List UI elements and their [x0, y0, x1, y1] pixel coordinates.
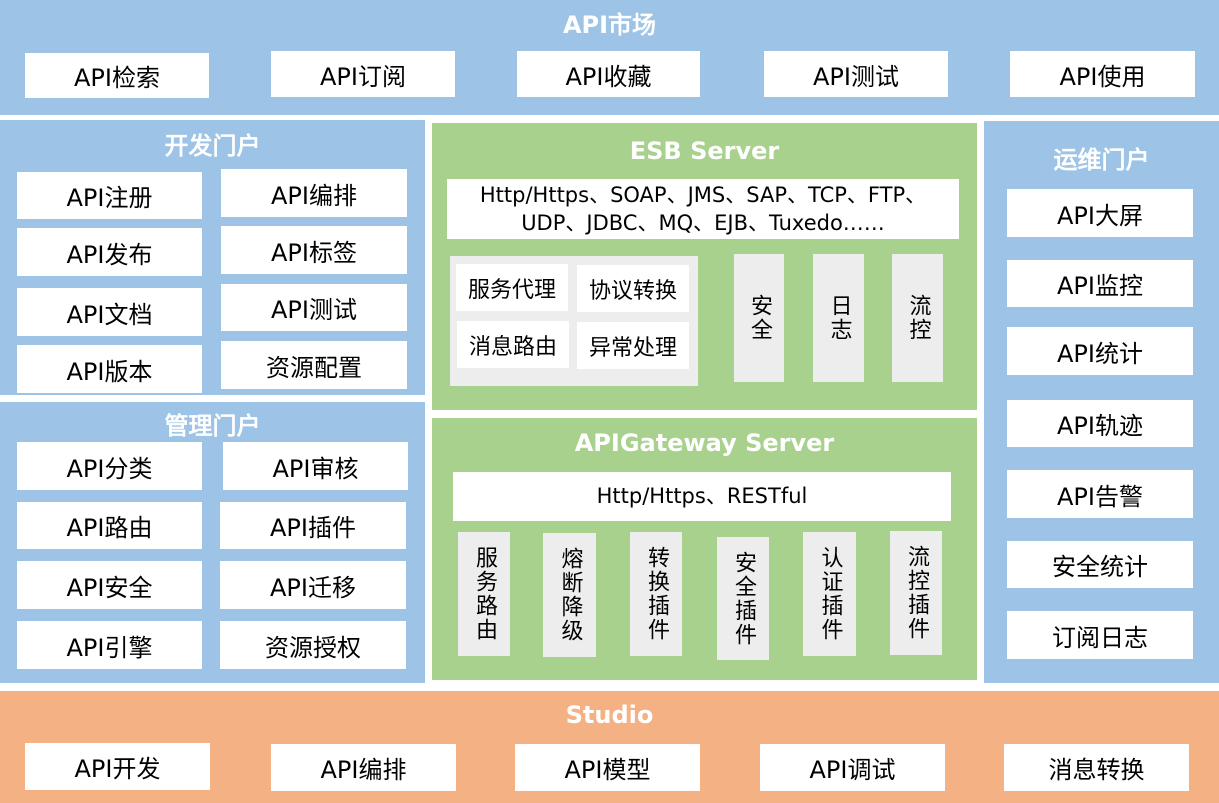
esb-protocols: Http/Https、SOAP、JMS、SAP、TCP、FTP、 UDP、JDB… [447, 179, 959, 239]
dev-portal-panel: 开发门户 API注册 API发布 API文档 API版本 API编排 API标签… [0, 120, 425, 395]
ops-item-alert[interactable]: API告警 [1007, 470, 1193, 518]
ops-item-subscription-log[interactable]: 订阅日志 [1007, 611, 1193, 659]
esb-col-logging[interactable]: 日志 [813, 254, 864, 382]
dev-item-publish[interactable]: API发布 [17, 228, 202, 276]
mgmt-item-routing[interactable]: API路由 [17, 502, 202, 549]
mgmt-portal-title: 管理门户 [164, 412, 261, 440]
market-item-subscribe[interactable]: API订阅 [271, 51, 455, 97]
dev-item-register[interactable]: API注册 [17, 172, 202, 219]
gateway-plugin-auth[interactable]: 认证插件 [803, 532, 856, 656]
dev-item-docs[interactable]: API文档 [17, 288, 202, 336]
ops-item-statistics[interactable]: API统计 [1007, 327, 1193, 375]
studio-panel: Studio API开发 API编排 API模型 API调试 消息转换 [0, 691, 1219, 803]
esb-func-exception-handling[interactable]: 异常处理 [577, 322, 689, 369]
market-item-use[interactable]: API使用 [1010, 51, 1195, 97]
esb-col-security-label: 安全 [747, 294, 772, 342]
esb-col-security[interactable]: 安全 [734, 254, 784, 382]
gateway-plugin-label: 认证插件 [817, 546, 843, 642]
mgmt-item-resource-auth[interactable]: 资源授权 [220, 621, 406, 669]
mgmt-item-review[interactable]: API审核 [223, 442, 408, 490]
studio-item-model[interactable]: API模型 [515, 744, 700, 791]
esb-server-panel: ESB Server Http/Https、SOAP、JMS、SAP、TCP、F… [432, 123, 977, 410]
ops-portal-title: 运维门户 [1053, 146, 1150, 174]
dev-item-resource-config[interactable]: 资源配置 [221, 341, 407, 389]
ops-portal-panel: 运维门户 API大屏 API监控 API统计 API轨迹 API告警 安全统计 … [984, 121, 1219, 683]
gateway-server-panel: APIGateway Server Http/Https、RESTful 服务路… [432, 418, 977, 680]
gateway-plugin-label: 熔断降级 [557, 547, 583, 643]
esb-col-flow-control-label: 流控 [905, 294, 931, 342]
mgmt-portal-panel: 管理门户 API分类 API路由 API安全 API引擎 API审核 API插件… [0, 402, 425, 683]
api-market-panel: API市场 API检索 API订阅 API收藏 API测试 API使用 [0, 0, 1219, 115]
ops-item-dashboard[interactable]: API大屏 [1007, 189, 1193, 237]
ops-item-monitor[interactable]: API监控 [1007, 260, 1193, 307]
market-item-favorite[interactable]: API收藏 [517, 51, 700, 97]
gateway-plugin-security[interactable]: 安全插件 [717, 537, 769, 660]
dev-item-tags[interactable]: API标签 [221, 226, 407, 274]
studio-item-develop[interactable]: API开发 [25, 743, 210, 790]
api-market-title: API市场 [562, 11, 657, 39]
gateway-plugin-label: 服务路由 [472, 546, 497, 642]
gateway-plugin-label: 转换插件 [644, 546, 669, 642]
market-item-test[interactable]: API测试 [764, 51, 948, 97]
dev-portal-title: 开发门户 [164, 132, 261, 160]
esb-col-flow-control[interactable]: 流控 [892, 254, 943, 382]
dev-item-test[interactable]: API测试 [221, 284, 407, 331]
esb-func-message-routing[interactable]: 消息路由 [457, 321, 569, 368]
esb-protocols-line2: UDP、JDBC、MQ、EJB、Tuxedo…… [521, 211, 885, 235]
mgmt-item-engine[interactable]: API引擎 [17, 621, 202, 669]
studio-item-orchestrate[interactable]: API编排 [271, 744, 456, 791]
gateway-plugin-transform[interactable]: 转换插件 [630, 532, 682, 656]
dev-item-orchestrate[interactable]: API编排 [221, 169, 407, 217]
esb-func-service-proxy[interactable]: 服务代理 [456, 264, 568, 311]
mgmt-item-security[interactable]: API安全 [17, 561, 202, 609]
mgmt-item-migrate[interactable]: API迁移 [220, 561, 406, 609]
market-item-search[interactable]: API检索 [25, 53, 209, 98]
studio-item-message-convert[interactable]: 消息转换 [1004, 744, 1189, 791]
studio-item-debug[interactable]: API调试 [760, 744, 945, 791]
gateway-protocols: Http/Https、RESTful [453, 472, 951, 521]
esb-func-protocol-convert[interactable]: 协议转换 [577, 265, 689, 312]
gateway-plugin-label: 流控插件 [904, 545, 929, 641]
ops-item-trace[interactable]: API轨迹 [1007, 400, 1193, 447]
esb-col-logging-label: 日志 [826, 294, 852, 342]
dev-item-version[interactable]: API版本 [17, 345, 202, 393]
studio-title: Studio [565, 701, 654, 729]
mgmt-item-category[interactable]: API分类 [17, 442, 202, 490]
gateway-plugin-flow-control[interactable]: 流控插件 [890, 531, 942, 655]
mgmt-item-plugins[interactable]: API插件 [220, 502, 406, 549]
esb-server-title: ESB Server [629, 137, 780, 165]
gateway-server-title: APIGateway Server [574, 429, 835, 457]
gateway-plugin-label: 安全插件 [731, 550, 756, 647]
esb-protocols-line1: Http/Https、SOAP、JMS、SAP、TCP、FTP、 [479, 183, 927, 207]
ops-item-security-stats[interactable]: 安全统计 [1007, 541, 1193, 588]
gateway-plugin-service-routing[interactable]: 服务路由 [458, 532, 510, 656]
gateway-plugin-circuit-breaker[interactable]: 熔断降级 [543, 533, 596, 657]
